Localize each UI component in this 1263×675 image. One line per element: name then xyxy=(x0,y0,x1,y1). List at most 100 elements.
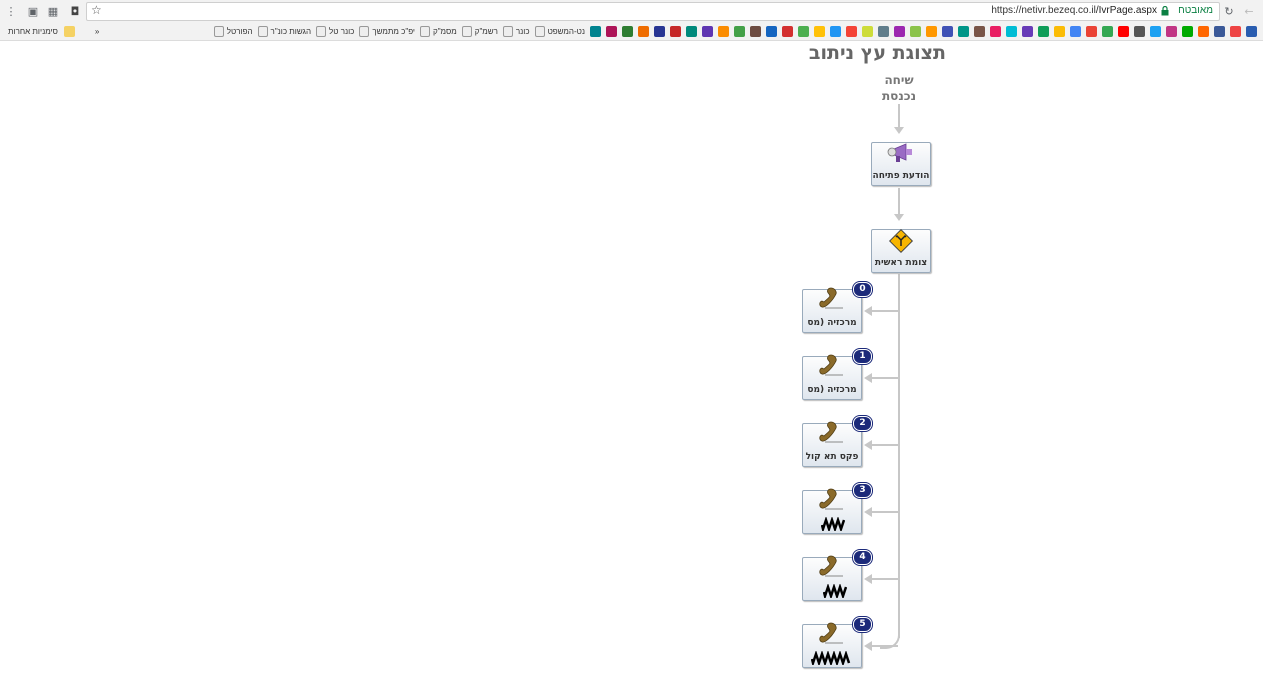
bookmark-favicon-icon[interactable] xyxy=(766,25,777,37)
bookmark-favicon-icon[interactable] xyxy=(670,25,681,37)
bookmark-favicon-icon[interactable] xyxy=(654,25,665,37)
bookmark-favicon-icon[interactable] xyxy=(1054,25,1065,37)
bookmark-favicon-icon[interactable] xyxy=(814,25,825,37)
bookmark-favicon-icon[interactable] xyxy=(862,25,873,37)
phone-icon xyxy=(819,555,843,577)
menu-icon[interactable]: ⋮ xyxy=(5,4,17,18)
option-node-3[interactable]: 3 xyxy=(802,483,872,534)
bookmark-favicon-icon[interactable] xyxy=(926,25,937,37)
bookmark-favicon-icon[interactable] xyxy=(958,25,969,37)
url-text[interactable]: https://netivr.bezeq.co.il/IvrPage.aspx xyxy=(991,5,1157,16)
connector-line xyxy=(898,188,900,216)
bookmark-label: הגשות כונ"ר xyxy=(270,26,312,36)
option-node-5[interactable]: 5 xyxy=(802,617,872,668)
bookmark-item[interactable]: מסמ"ק xyxy=(420,25,457,37)
bookmark-favicon-icon[interactable] xyxy=(1214,25,1225,37)
bookmarks-overflow[interactable]: » xyxy=(94,27,100,36)
bookmark-item[interactable]: יפ"כ מתמשך xyxy=(359,25,415,37)
bookmark-favicon-icon[interactable] xyxy=(1006,25,1017,37)
bookmark-favicon-icon[interactable] xyxy=(1150,25,1161,37)
bookmark-favicon-icon[interactable] xyxy=(782,25,793,37)
bookmark-label: נט-המשפט xyxy=(547,26,585,36)
bookmark-favicon-icon[interactable] xyxy=(1246,25,1257,37)
bookmark-favicon-icon[interactable] xyxy=(590,25,601,37)
bookmark-favicon-icon[interactable] xyxy=(606,25,617,37)
bookmark-favicon-icon[interactable] xyxy=(1086,25,1097,37)
back-icon[interactable]: ← xyxy=(1244,4,1254,18)
branch-line xyxy=(872,377,898,379)
bookmark-favicon-icon[interactable] xyxy=(798,25,809,37)
arrow-left-icon xyxy=(864,641,872,651)
branch-line xyxy=(872,444,898,446)
bookmark-favicon-icon[interactable] xyxy=(1198,25,1209,37)
bookmark-favicon-icon[interactable] xyxy=(638,25,649,37)
page-icon xyxy=(534,25,545,37)
bookmark-label: כונר טל xyxy=(329,26,355,36)
address-bar[interactable]: ☆ https://netivr.bezeq.co.il/IvrPage.asp… xyxy=(86,2,1220,21)
page-icon xyxy=(461,25,472,37)
bookmark-favicon-icon[interactable] xyxy=(846,25,857,37)
star-icon[interactable]: ☆ xyxy=(91,3,102,17)
arrow-left-icon xyxy=(864,440,872,450)
branch-line xyxy=(872,578,898,580)
bookmark-favicon-icon[interactable] xyxy=(942,25,953,37)
bookmark-favicon-icon[interactable] xyxy=(734,25,745,37)
page-icon xyxy=(502,25,513,37)
bookmark-item[interactable]: נט-המשפט xyxy=(534,25,585,37)
bookmark-favicon-icon[interactable] xyxy=(750,25,761,37)
bookmark-item[interactable]: הגשות כונ"ר xyxy=(257,25,312,37)
bookmark-favicon-icon[interactable] xyxy=(1134,25,1145,37)
connector-line xyxy=(898,104,900,130)
bookmark-item[interactable]: הפורטל xyxy=(213,25,253,37)
bookmark-favicon-icon[interactable] xyxy=(1038,25,1049,37)
secure-label: מאובטח xyxy=(1178,5,1213,16)
bookmark-favicon-icon[interactable] xyxy=(702,25,713,37)
welcome-message-node[interactable]: הודעת פתיחה xyxy=(871,142,931,186)
bookmark-favicon-icon[interactable] xyxy=(686,25,697,37)
bookmark-item[interactable]: רשמ"ק xyxy=(461,25,498,37)
other-bookmarks[interactable]: סימניות אחרות xyxy=(8,27,58,36)
reload-icon[interactable]: ↻ xyxy=(1224,4,1234,18)
arrow-left-icon xyxy=(864,306,872,316)
bookmark-favicon-icon[interactable] xyxy=(718,25,729,37)
bookmark-favicon-icon[interactable] xyxy=(1022,25,1033,37)
bookmark-favicon-icon[interactable] xyxy=(990,25,1001,37)
bookmark-favicon-icon[interactable] xyxy=(1182,25,1193,37)
option-key-badge: 1 xyxy=(853,349,872,364)
bookmark-favicon-icon[interactable] xyxy=(894,25,905,37)
bookmark-favicon-icon[interactable] xyxy=(1102,25,1113,37)
bookmark-item[interactable]: כונר xyxy=(502,25,530,37)
redaction-scribble xyxy=(811,651,851,665)
megaphone-icon xyxy=(887,143,912,162)
main-junction-node[interactable]: צומת ראשית xyxy=(871,228,931,273)
bookmark-favicon-icon[interactable] xyxy=(1166,25,1177,37)
bookmark-favicon-icon[interactable] xyxy=(878,25,889,37)
folder-icon xyxy=(63,26,75,37)
bookmark-favicon-icon[interactable] xyxy=(974,25,985,37)
phone-icon xyxy=(819,287,843,309)
bookmark-favicon-icon[interactable] xyxy=(830,25,841,37)
option-key-badge: 4 xyxy=(853,550,872,565)
redaction-scribble xyxy=(821,517,845,531)
url-host: https://netivr.bezeq.co.il xyxy=(991,5,1096,16)
bookmark-label: כונר xyxy=(515,26,530,36)
bookmark-favicon-icon[interactable] xyxy=(1070,25,1081,37)
extension-icon[interactable]: ▦ xyxy=(47,4,59,18)
url-path: /IvrPage.aspx xyxy=(1095,5,1157,16)
arrow-down-icon xyxy=(894,127,904,134)
bookmark-favicon-icon[interactable] xyxy=(1230,25,1241,37)
extension-icon[interactable]: ▣ xyxy=(27,4,39,18)
page-icon xyxy=(359,25,370,37)
bookmark-label: יפ"כ מתמשך xyxy=(372,26,415,36)
incoming-call-label: שיחה נכנסת xyxy=(870,72,928,104)
bookmark-favicon-icon[interactable] xyxy=(1118,25,1129,37)
bookmark-item[interactable]: כונר טל xyxy=(316,25,355,37)
pocket-icon[interactable]: ◘ xyxy=(70,4,80,18)
branch-line xyxy=(872,310,898,312)
bookmark-favicon-icon[interactable] xyxy=(910,25,921,37)
bookmark-favicon-icon[interactable] xyxy=(622,25,633,37)
option-node-4[interactable]: 4 xyxy=(802,550,872,601)
